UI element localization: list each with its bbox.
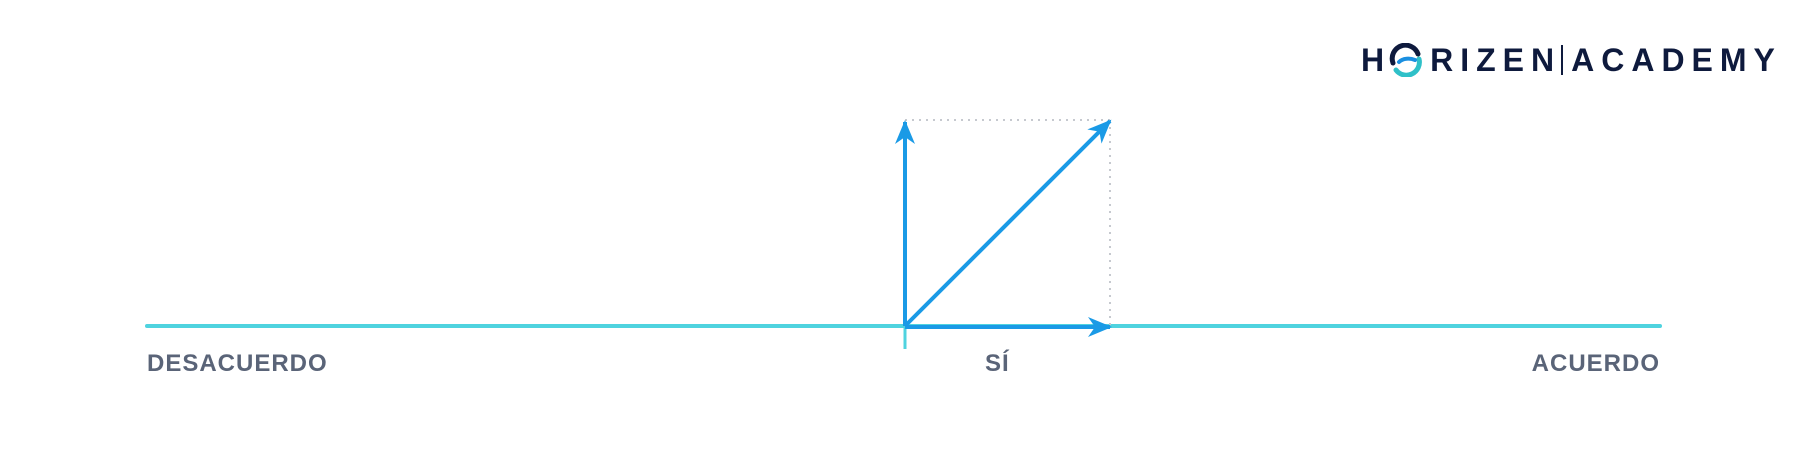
horizen-academy-logo: H RIZEN ACADEMY <box>1361 36 1782 84</box>
logo-product: ACADEMY <box>1571 41 1782 78</box>
diagonal-vector-arrow <box>903 119 1112 328</box>
horizen-o-icon <box>1389 43 1422 77</box>
logo-letter-h: H <box>1361 41 1390 78</box>
logo-separator <box>1561 45 1564 75</box>
label-disagree: DESACUERDO <box>147 350 328 377</box>
label-yes: SÍ <box>985 350 1010 377</box>
label-agree: ACUERDO <box>1531 350 1660 377</box>
logo-brand-rest: RIZEN <box>1430 41 1562 78</box>
